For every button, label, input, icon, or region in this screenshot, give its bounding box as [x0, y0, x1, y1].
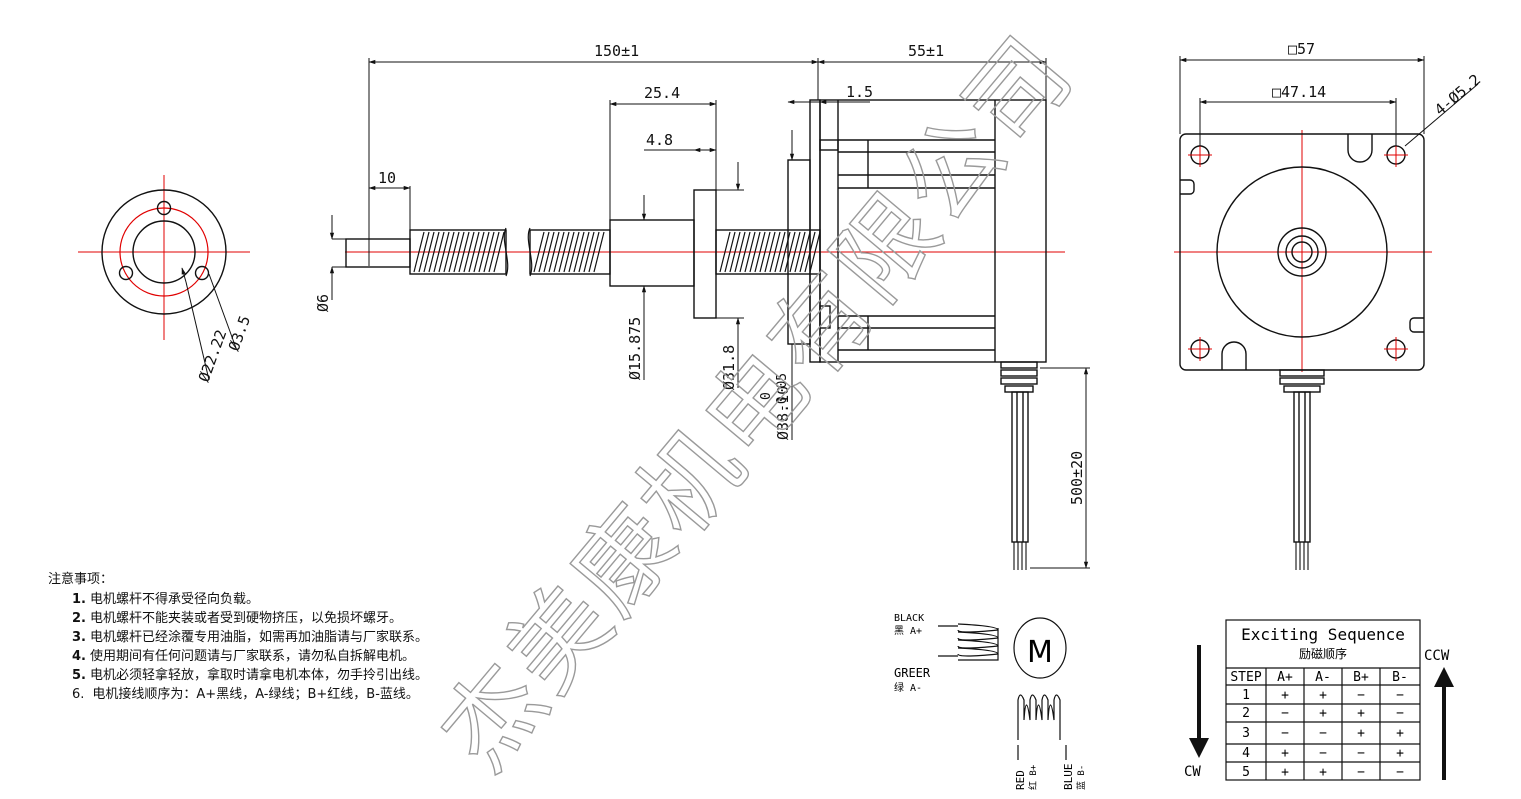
note-item: 2.电机螺杆不能夹装或者受到硬物挤压，以免损坏螺牙。 — [48, 609, 428, 628]
lead-wires-side — [1000, 361, 1038, 570]
sequence-cell: + — [1319, 688, 1327, 703]
nut-hole-dia-label: Ø3.5 — [225, 313, 254, 353]
flange-square-label: □57 — [1288, 40, 1315, 58]
sequence-cell: + — [1357, 726, 1365, 741]
sequence-header-cell: B+ — [1353, 670, 1369, 685]
sequence-header-cell: STEP — [1230, 670, 1261, 685]
sequence-cell: + — [1396, 726, 1404, 741]
note-number: 5. — [72, 668, 86, 683]
nut-dia-label: Ø15.875 — [626, 317, 644, 380]
pilot-tol-lower-label: -0.05 — [775, 373, 790, 412]
note-number: 4. — [72, 649, 86, 664]
sequence-cell: + — [1396, 746, 1404, 761]
green-wire-cn-label: 绿 A- — [894, 681, 922, 694]
lead-screw — [409, 227, 821, 277]
sequence-cell: − — [1396, 765, 1404, 780]
sequence-cell: 5 — [1242, 765, 1250, 780]
note-text: 电机螺杆已经涂覆专用油脂，如需再加油脂请与厂家联系。 — [89, 630, 428, 645]
flange-thickness-label: 4.8 — [646, 131, 673, 149]
sequence-cells: STEP A+ A- B+ B- 1 + + − − 2 − + + − 3 − − + +4 + − − +5 + + − − — [1230, 670, 1407, 780]
sequence-cell: + — [1281, 746, 1289, 761]
sequence-cell: − — [1357, 688, 1365, 703]
note-text: 使用期间有任何问题请与厂家联系，请勿私自拆解电机。 — [89, 649, 415, 664]
note-number: 1. — [72, 592, 86, 607]
mount-hole — [1188, 143, 1408, 361]
sequence-header-cell: B- — [1392, 670, 1408, 685]
sequence-cell: + — [1319, 706, 1327, 721]
side-view — [345, 99, 1065, 570]
green-wire-label: GREER — [894, 666, 931, 680]
sequence-header-cell: A- — [1315, 670, 1331, 685]
nut-flange — [693, 189, 717, 319]
sequence-cell: + — [1319, 765, 1327, 780]
blue-wire-cn-label: 蓝 B- — [1075, 765, 1087, 790]
note-number: 2. — [72, 611, 86, 626]
note-number: 3. — [72, 630, 86, 645]
motor-body — [819, 99, 1047, 363]
pilot-depth-label: 1.5 — [846, 83, 873, 101]
nut-flange-dia-label: Ø31.8 — [720, 345, 738, 390]
note-item: 3.电机螺杆已经涂覆专用油脂，如需再加油脂请与厂家联系。 — [48, 628, 428, 647]
note-item: 5.电机必须轻拿轻放，拿取时请拿电机本体，勿手拎引出线。 — [48, 666, 428, 685]
sequence-cell: − — [1281, 726, 1289, 741]
sequence-header-cell: A+ — [1277, 670, 1293, 685]
sequence-cell: − — [1357, 765, 1365, 780]
pilot-tol-upper-label: 0 — [759, 392, 774, 400]
hole-spacing-label: □47.14 — [1272, 83, 1326, 101]
sequence-cell: 1 — [1242, 688, 1250, 703]
motor-symbol-circle — [1013, 617, 1067, 679]
motor-front-view — [1174, 130, 1432, 570]
sequence-cell: 3 — [1242, 726, 1250, 741]
sequence-cell: − — [1396, 688, 1404, 703]
note-text: 电机接线顺序为：A+黑线，A-绿线；B+红线，B-蓝线。 — [92, 687, 419, 702]
nut-end-view — [78, 175, 250, 381]
notes-heading: 注意事项： — [48, 572, 114, 587]
sequence-subtitle: 励磁顺序 — [1299, 646, 1347, 661]
nut-length-label: 25.4 — [644, 84, 680, 102]
note-item: 4.使用期间有任何问题请与厂家联系，请勿私自拆解电机。 — [48, 647, 428, 666]
wiring-diagram — [938, 617, 1067, 760]
sequence-cell: − — [1396, 706, 1404, 721]
nut-body — [609, 219, 695, 287]
note-text: 电机螺杆不能夹装或者受到硬物挤压，以免损坏螺牙。 — [89, 611, 402, 626]
sequence-cell: + — [1281, 688, 1289, 703]
sequence-cell: 2 — [1242, 706, 1250, 721]
note-text: 电机必须轻拿轻放，拿取时请拿电机本体，勿手拎引出线。 — [89, 668, 428, 683]
overall-length-label: 150±1 — [594, 42, 639, 60]
notes-block: 注意事项： 1.电机螺杆不得承受径向负载。 2.电机螺杆不能夹装或者受到硬物挤压… — [48, 570, 428, 704]
red-wire-cn-label: 红 B+ — [1027, 764, 1039, 790]
note-number: 6. — [72, 687, 85, 702]
watermark: 杰美康机电有限公司 — [419, 15, 1096, 792]
pilot-dia-label: Ø38.10 — [774, 386, 792, 440]
sequence-cell: 4 — [1242, 746, 1250, 761]
note-item: 1.电机螺杆不得承受径向负载。 — [48, 590, 428, 609]
note-item: 6. 电机接线顺序为：A+黑线，A-绿线；B+红线，B-蓝线。 — [48, 685, 428, 704]
coil-b — [1017, 694, 1067, 760]
ccw-label: CCW — [1424, 648, 1450, 664]
sequence-cell: − — [1319, 726, 1327, 741]
sequence-cell: − — [1357, 746, 1365, 761]
black-wire-cn-label: 黑 A+ — [894, 625, 922, 637]
shaft-end-length-label: 10 — [378, 169, 396, 187]
note-text: 电机螺杆不得承受径向负载。 — [89, 592, 259, 607]
nut-bolt-circle-label: Ø22.22 — [195, 327, 230, 384]
sequence-cell: + — [1281, 765, 1289, 780]
sequence-cell: + — [1357, 706, 1365, 721]
shaft-dia-label: Ø6 — [314, 294, 332, 312]
sequence-cell: − — [1319, 746, 1327, 761]
cw-label: CW — [1184, 764, 1201, 780]
black-wire-label: BLACK — [894, 613, 924, 624]
mount-holes-label: 4-Ø5.2 — [1431, 70, 1484, 119]
motor-length-label: 55±1 — [908, 42, 944, 60]
sequence-cell: − — [1281, 706, 1289, 721]
sequence-table — [1189, 619, 1454, 781]
motor-symbol-label: M — [1027, 635, 1053, 670]
sequence-title: Exciting Sequence — [1241, 625, 1405, 644]
lead-length-label: 500±20 — [1068, 451, 1086, 505]
blue-wire-label: BLUE — [1062, 764, 1075, 791]
coil-a — [957, 623, 999, 661]
red-wire-label: RED — [1014, 770, 1027, 790]
